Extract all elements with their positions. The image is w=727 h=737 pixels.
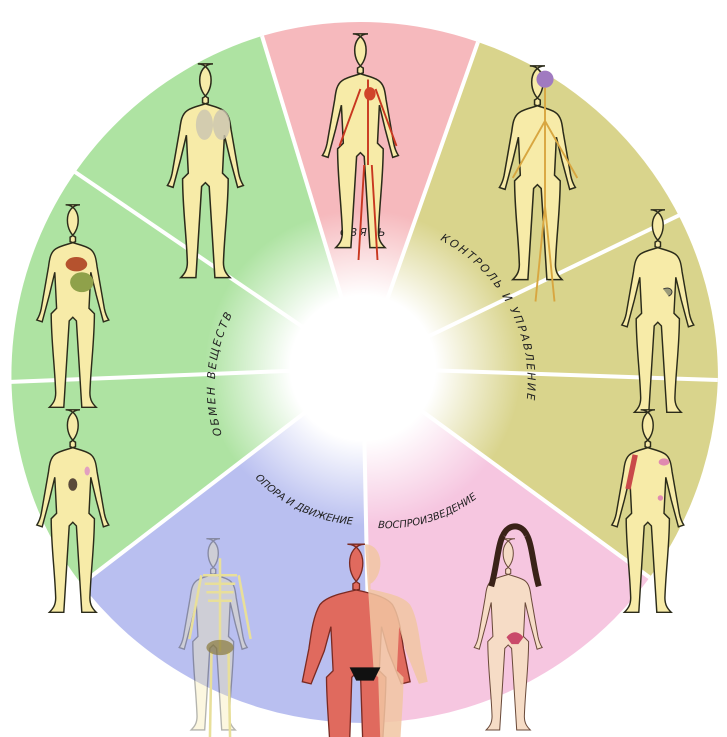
body-systems-wheel: СВЯЗЬ КОНТРОЛЬ И УПРАВЛЕНИЕ ОБМЕН ВЕЩЕСТ… — [0, 0, 727, 737]
